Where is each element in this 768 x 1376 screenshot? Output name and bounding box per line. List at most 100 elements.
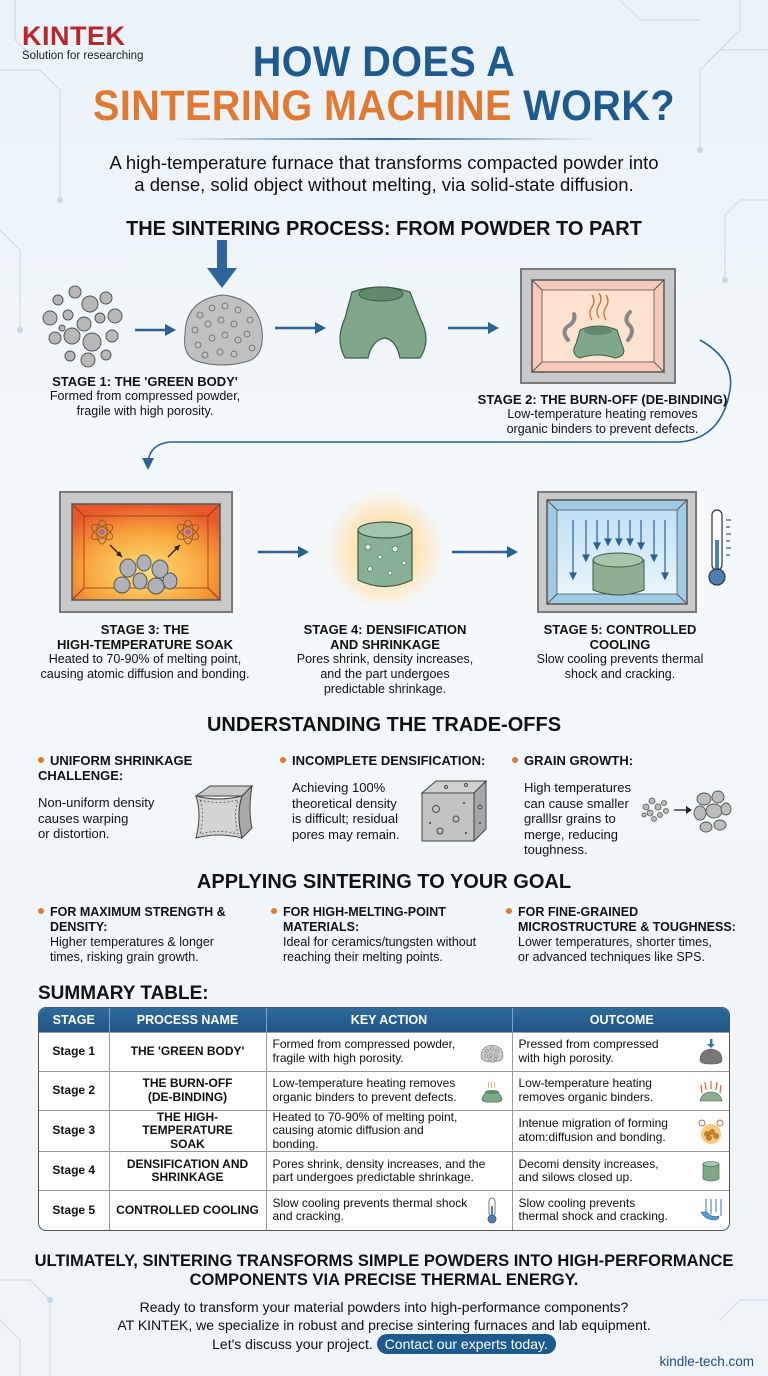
cell-line: part undergoes predictable shrinkage. — [272, 1170, 474, 1184]
stage-title: STAGE 3: THE — [100, 622, 190, 637]
page-subtitle: A high-temperature furnace that transfor… — [0, 152, 768, 196]
cell-line: thermal shock and cracking. — [518, 1209, 668, 1224]
goal-desc: or advanced techniques like SPS. — [518, 950, 705, 964]
goal-title: FOR MAXIMUM STRENGTH & — [38, 905, 268, 920]
stage-desc: Heated to 70-90% of melting point, — [48, 652, 242, 666]
cell-stage: Stage 5 — [39, 1190, 110, 1230]
cooling-furnace-icon — [537, 491, 697, 613]
cell-action: Heated to 70-90% of melting point,causin… — [266, 1109, 513, 1152]
tradeoff-incomplete-densification: INCOMPLETE DENSIFICATION: Achieving 100%… — [280, 753, 500, 842]
tradeoff-line: theoretical density — [292, 795, 397, 811]
stage-desc: causing atomic diffusion and bonding. — [40, 667, 250, 681]
stage-desc: and the part undergoes — [320, 667, 450, 681]
tradeoff-line: merge, reducing — [524, 826, 618, 842]
stage-3-caption: STAGE 3: THE HIGH-TEMPERATURE SOAK Heate… — [30, 622, 260, 682]
cell-line: Slow cooling prevents — [518, 1195, 636, 1210]
column-header-action: KEY ACTION — [266, 1008, 513, 1032]
tradeoff-line: toughness. — [524, 842, 588, 857]
bullet-icon — [506, 908, 512, 914]
thermometer-icon — [708, 509, 731, 586]
kintek-logo[interactable]: KINTEK Solution for researching — [22, 22, 143, 62]
cell-line: and cracking. — [272, 1209, 344, 1224]
cell-line: Pores shrink, density increases, and the — [272, 1156, 486, 1171]
closing-body: Ready to transform your material powders… — [0, 1298, 768, 1354]
goal-title-text: MATERIALS: — [283, 920, 360, 934]
heated-part-icon — [699, 1080, 723, 1101]
stage-desc: Pores shrink, density increases, — [296, 652, 474, 666]
cell-line: (DE-BINDING) — [147, 1089, 228, 1104]
column-header-stage: STAGE — [39, 1008, 110, 1032]
arrow-right-icon — [448, 322, 499, 334]
bullet-icon — [38, 908, 44, 914]
stage-title: STAGE 1: THE 'GREEN BODY' — [52, 374, 238, 389]
goal-max-strength: FOR MAXIMUM STRENGTH & DENSITY: Higher t… — [38, 905, 268, 965]
flow-connector — [147, 339, 732, 463]
goal-desc: reaching their melting points. — [283, 950, 443, 964]
tradeoff-line: causes warping — [38, 810, 129, 826]
compressed-powder-icon — [480, 1044, 503, 1062]
tradeoff-title-text: INCOMPLETE DENSIFICATION: — [292, 753, 486, 768]
cell-stage: Stage 3 — [39, 1109, 110, 1152]
cell-line: THE 'GREEN BODY' — [130, 1043, 245, 1058]
summary-table: STAGE PROCESS NAME KEY ACTION OUTCOME St… — [38, 1007, 730, 1231]
page-title-line2: SINTERING MACHINE WORK? — [31, 82, 738, 131]
tradeoff-line: Non-uniform density — [38, 795, 155, 810]
goal-title-text: MICROSTRUCTURE & TOUGHNESS: — [518, 920, 736, 934]
cell-line: with high porosity. — [518, 1050, 614, 1065]
green-body-part-icon — [339, 286, 427, 359]
cell-line: THE HIGH-TEMPERATURE — [142, 1109, 233, 1137]
stage-2-caption: STAGE 2: THE BURN-OFF (DE-BINDING) Low-t… — [470, 392, 735, 437]
cell-line: DENSIFICATION AND — [126, 1156, 249, 1171]
cell-process: THE BURN-OFF(DE-BINDING) — [109, 1070, 267, 1110]
stage-desc: organic binders to prevent defects. — [506, 422, 699, 436]
cell-line: and silows closed up. — [518, 1170, 633, 1184]
website-link[interactable]: kindle-tech.com — [659, 1354, 754, 1369]
body-line: Let's discuss your project. — [212, 1336, 373, 1352]
green-body-steam-icon — [481, 1081, 502, 1102]
tradeoff-grain-growth: GRAIN GROWTH: High temperatures can caus… — [512, 753, 642, 858]
cell-line: fragile with high porosity. — [272, 1050, 404, 1065]
body-line: Ready to transform your material powders… — [139, 1299, 629, 1315]
goal-title-text: FOR FINE-GRAINED — [518, 905, 639, 919]
table-row: Stage 5 CONTROLLED COOLING Slow cooling … — [39, 1190, 729, 1230]
stage-desc: predictable shrinkage. — [323, 682, 447, 696]
stage-title: HIGH-TEMPERATURE SOAK — [57, 637, 233, 652]
tradeoff-line: High temperatures — [524, 780, 631, 795]
arrow-right-icon — [258, 546, 309, 558]
goal-title-text: FOR HIGH-MELTING-POINT — [283, 905, 446, 919]
goal-title: FOR HIGH-MELTING-POINT — [271, 905, 511, 920]
tradeoff-desc: High temperatures can cause smaller gral… — [524, 780, 642, 858]
tradeoff-line: can cause smaller — [524, 795, 629, 811]
bullet-icon — [271, 908, 277, 914]
tradeoff-line: is difficult; residual — [292, 811, 398, 826]
stage-1-caption: STAGE 1: THE 'GREEN BODY' Formed from co… — [40, 374, 250, 419]
cell-line: Decomi density increases, — [518, 1156, 659, 1171]
tradeoff-desc: Achieving 100% theoretical density is di… — [292, 780, 500, 842]
densified-part-icon — [325, 490, 445, 610]
body-line-cta: Let's discuss your project. Contact our … — [0, 1334, 768, 1354]
stage-desc: fragile with high porosity. — [76, 404, 214, 418]
tradeoff-uniform-shrinkage: UNIFORM SHRINKAGE CHALLENGE: Non-uniform… — [38, 753, 278, 842]
stage-4-caption: STAGE 4: DENSIFICATION AND SHRINKAGE Por… — [270, 622, 500, 697]
dense-cylinder-icon — [702, 1161, 720, 1182]
compressed-powder-icon — [184, 294, 263, 366]
cell-stage: Stage 1 — [39, 1031, 110, 1071]
stage-desc: Slow cooling prevents thermal — [536, 652, 704, 666]
table-row: Stage 1 THE 'GREEN BODY' Formed from com… — [39, 1031, 729, 1071]
grain-growth-icon — [641, 790, 732, 833]
process-diagram-row1 — [42, 240, 732, 470]
cell-line: Pressed from compressed — [518, 1037, 659, 1051]
contact-experts-button[interactable]: Contact our experts today. — [376, 1334, 556, 1354]
cooling-icon — [700, 1199, 722, 1221]
tradeoff-desc: Non-uniform density causes warping or di… — [38, 795, 278, 842]
goal-desc: Ideal for ceramics/tungsten without — [283, 935, 477, 949]
cell-stage: Stage 4 — [39, 1151, 110, 1191]
goal-fine-grained: FOR FINE-GRAINED MICROSTRUCTURE & TOUGHN… — [506, 905, 756, 965]
cell-stage: Stage 2 — [39, 1070, 110, 1110]
